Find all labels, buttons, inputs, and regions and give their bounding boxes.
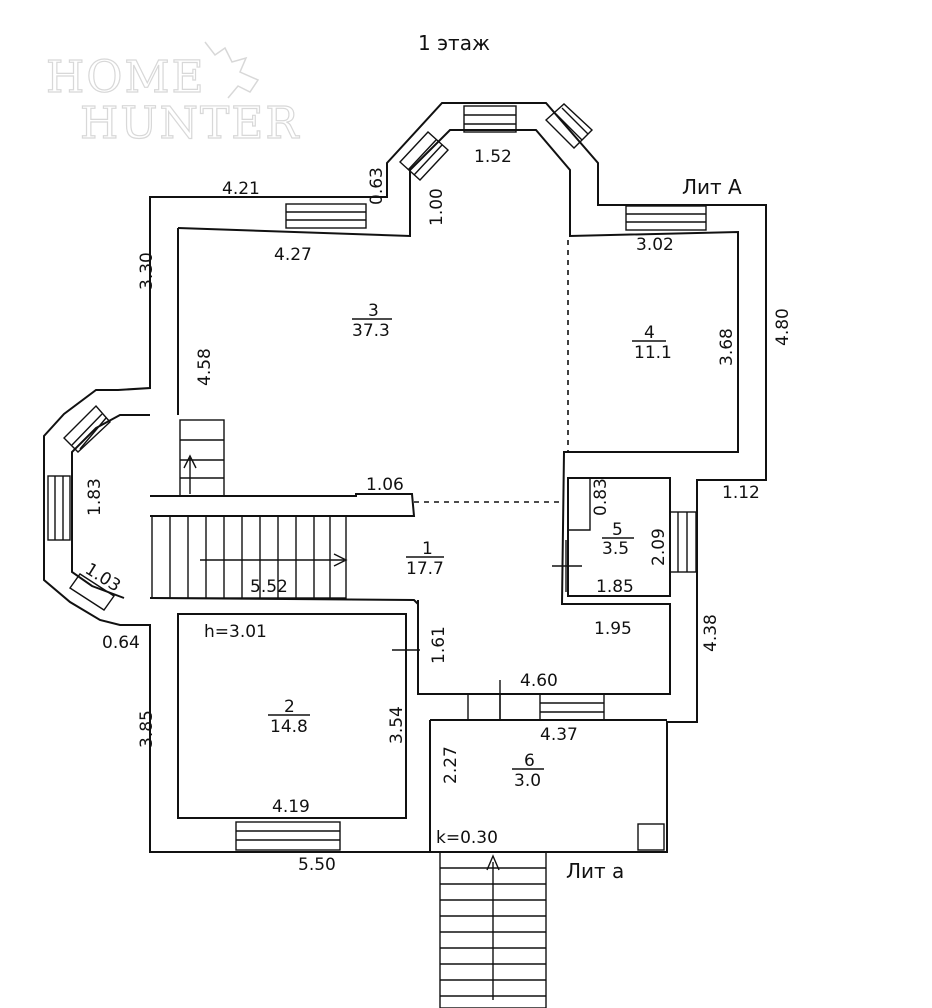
room-5: 5 3.5	[602, 520, 634, 559]
dim-3-02: 3.02	[636, 235, 674, 255]
watermark-deer-icon	[204, 41, 260, 99]
dim-0-83: 0.83	[591, 478, 611, 516]
room-6: 6 3.0	[512, 751, 544, 791]
entry-stair	[439, 851, 547, 1008]
dim-1-06: 1.06	[366, 475, 404, 495]
dim-3-30: 3.30	[137, 252, 157, 290]
room-area: 14.8	[270, 717, 308, 737]
watermark-line2: HUNTER	[80, 98, 301, 149]
room-1: 1 17.7	[406, 539, 444, 579]
dim-4-58: 4.58	[195, 348, 215, 386]
dim-3-85: 3.85	[137, 710, 157, 748]
inner-stair	[151, 419, 348, 599]
lit-main-label: Лит А	[682, 175, 742, 199]
dim-4-38: 4.38	[701, 614, 721, 652]
dim-1-61: 1.61	[429, 626, 449, 664]
room-number: 6	[524, 751, 535, 771]
dim-1-95: 1.95	[594, 619, 632, 639]
floor-title: 1 этаж	[418, 31, 490, 55]
room-4: 4 11.1	[632, 323, 672, 363]
room-number: 4	[644, 323, 655, 343]
dim-1-52: 1.52	[474, 147, 512, 167]
partitions	[150, 240, 671, 852]
dim-4-37: 4.37	[540, 725, 578, 745]
dim-2-09: 2.09	[649, 528, 669, 566]
room-number: 3	[368, 301, 379, 321]
room-number: 5	[612, 520, 623, 540]
dim-4-27: 4.27	[274, 245, 312, 265]
room-number: 1	[422, 539, 433, 559]
room6-height: k=0.30	[436, 828, 498, 848]
room-area: 11.1	[634, 343, 672, 363]
dim-0-64: 0.64	[102, 633, 140, 653]
dim-1-12: 1.12	[722, 483, 760, 503]
dim-1-83: 1.83	[85, 478, 105, 516]
dim-3-68: 3.68	[717, 328, 737, 366]
room2-height: h=3.01	[204, 622, 267, 642]
dim-4-60: 4.60	[520, 671, 558, 691]
dim-5-52: 5.52	[250, 577, 288, 597]
room-number: 2	[284, 697, 295, 717]
dim-2-27: 2.27	[441, 746, 461, 784]
watermark: HOME HUNTER	[45, 41, 301, 150]
windows	[47, 103, 707, 851]
room-area: 37.3	[352, 321, 390, 341]
room-area: 3.5	[602, 539, 629, 559]
room-area: 17.7	[406, 559, 444, 579]
dim-4-21: 4.21	[222, 179, 260, 199]
dim-1-00: 1.00	[427, 188, 447, 226]
dim-0-63: 0.63	[367, 167, 387, 205]
room-area: 3.0	[514, 771, 541, 791]
lit-annex-label: Лит а	[566, 859, 624, 883]
room-2: 2 14.8	[268, 697, 310, 737]
dim-4-80: 4.80	[773, 308, 793, 346]
dim-5-50: 5.50	[298, 855, 336, 875]
room-3: 3 37.3	[352, 301, 392, 341]
dim-4-19: 4.19	[272, 797, 310, 817]
dim-1-85: 1.85	[596, 577, 634, 597]
dim-3-54: 3.54	[387, 706, 407, 744]
watermark-line1: HOME	[46, 52, 206, 103]
dimension-labels: 4.21 1.52 4.27 3.02 1.06 1.12 5.52 1.85 …	[81, 147, 793, 875]
